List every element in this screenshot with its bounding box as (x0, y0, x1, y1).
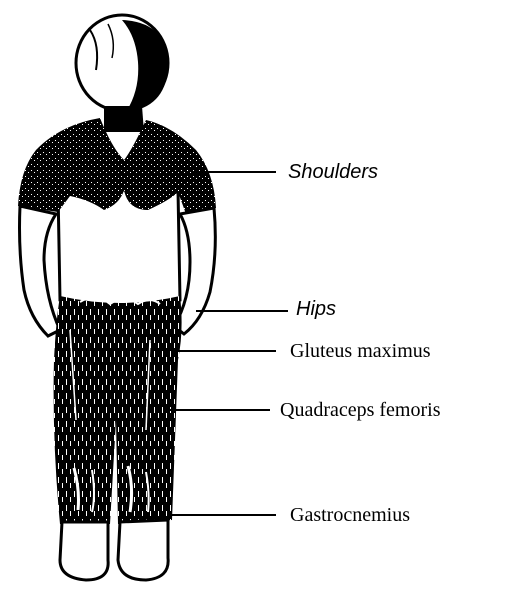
label-gluteus-maximus: Gluteus maximus (290, 341, 431, 361)
neck (104, 106, 144, 132)
left-arm (20, 206, 61, 336)
label-quadraceps-femoris: Quadraceps femoris (280, 400, 441, 420)
label-hips: Hips (296, 299, 336, 319)
shirt (58, 190, 180, 306)
label-shoulders: Shoulders (288, 162, 378, 182)
label-gastrocnemius: Gastrocnemius (290, 505, 410, 525)
shoulders-shading (18, 118, 216, 214)
pants (54, 296, 182, 524)
feet (60, 520, 168, 580)
head (76, 15, 168, 112)
